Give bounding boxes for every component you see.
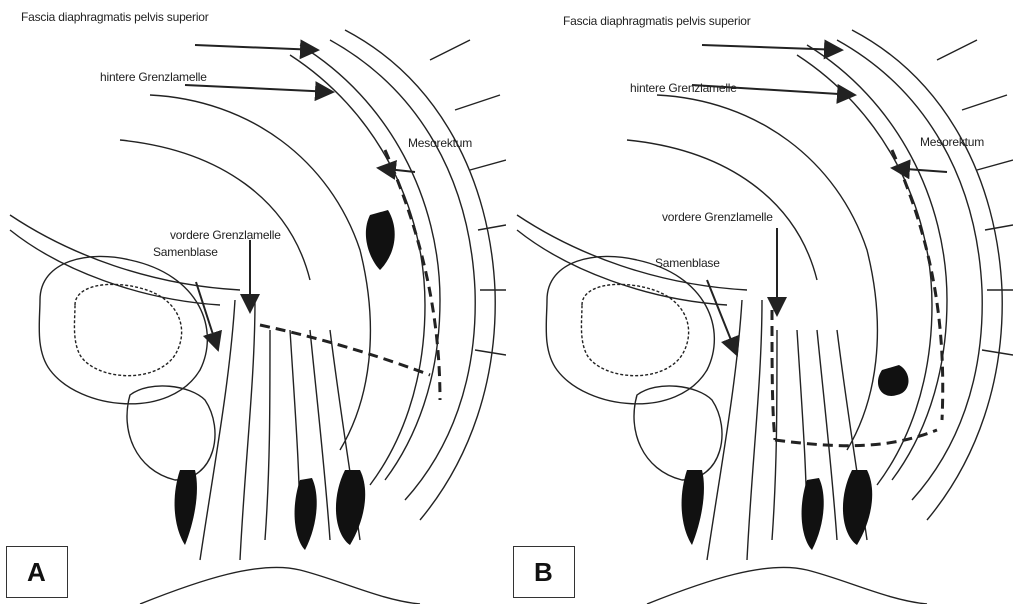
- fascia-label: Fascia diaphragmatis pelvis superior: [563, 14, 751, 28]
- mesorektum-label: Mesorektum: [920, 135, 984, 149]
- mesorektum-label: Mesorektum: [408, 136, 472, 150]
- hintere-grenzlamelle-label: hintere Grenzlamelle: [100, 70, 207, 84]
- vordere-grenzlamelle-label: vordere Grenzlamelle: [662, 210, 773, 224]
- anatomy-drawing-b: [507, 0, 1013, 604]
- panel-letter: B: [534, 557, 553, 588]
- fascia-label: Fascia diaphragmatis pelvis superior: [21, 10, 209, 24]
- anatomy-drawing-a: [0, 0, 506, 604]
- panel-letter-box: B: [513, 546, 575, 598]
- panel-letter-box: A: [6, 546, 68, 598]
- hintere-grenzlamelle-label: hintere Grenzlamelle: [630, 81, 737, 95]
- samenblase-label: Samenblase: [655, 256, 720, 270]
- samenblase-label: Samenblase: [153, 245, 218, 259]
- panel-a: Fascia diaphragmatis pelvis superior hin…: [0, 0, 506, 604]
- vordere-grenzlamelle-label: vordere Grenzlamelle: [170, 228, 281, 242]
- panel-letter: A: [27, 557, 46, 588]
- panel-b: Fascia diaphragmatis pelvis superior hin…: [507, 0, 1013, 604]
